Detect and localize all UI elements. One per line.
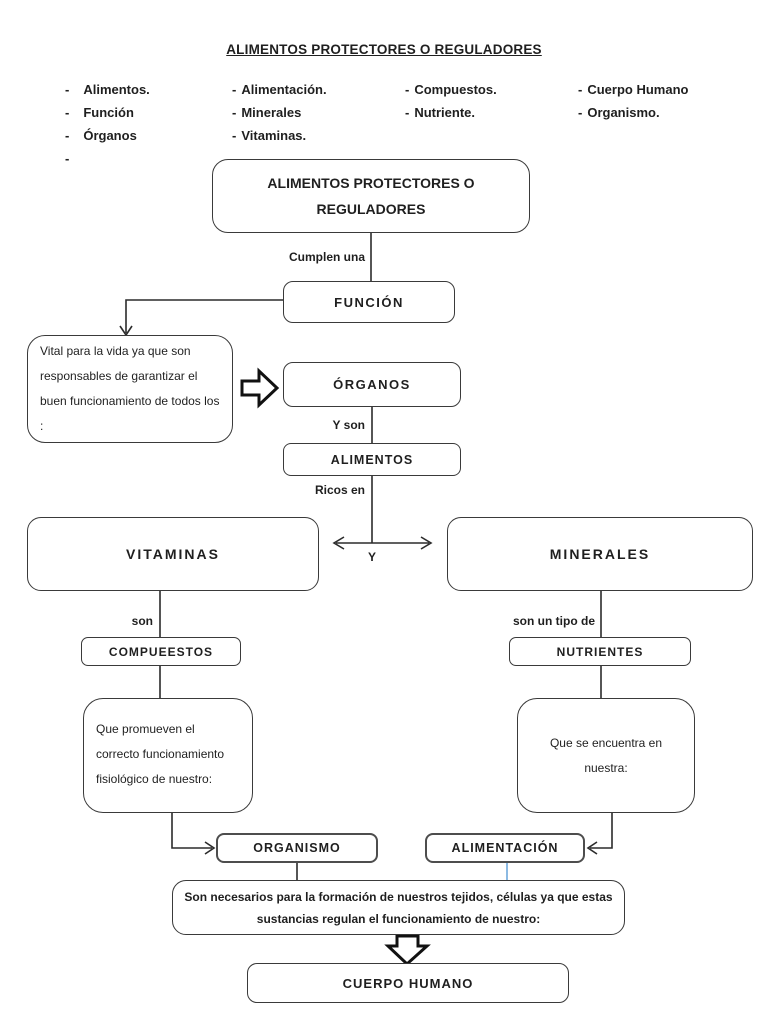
word-list-column-3: Compuestos. Nutriente.: [405, 78, 497, 124]
node-alimentos-protectores-root: ALIMENTOS PROTECTORES O REGULADORES: [212, 159, 530, 233]
list-item: Minerales: [232, 101, 327, 124]
node-nutrientes: NUTRIENTES: [509, 637, 691, 666]
node-vitaminas: VITAMINAS: [27, 517, 319, 591]
edge-label-ricos-en: Ricos en: [314, 483, 365, 497]
list-item: Función: [65, 101, 150, 124]
list-item-label: Cuerpo Humano: [587, 82, 689, 97]
list-item: Nutriente.: [405, 101, 497, 124]
node-compuestos: COMPUEESTOS: [81, 637, 241, 666]
list-item-label: Compuestos.: [414, 82, 497, 97]
node-minerales: MINERALES: [447, 517, 753, 591]
node-que-se-encuentra-description: Que se encuentra en nuestra:: [517, 698, 695, 813]
list-item: Alimentos.: [65, 78, 150, 101]
page-title: ALIMENTOS PROTECTORES O REGULADORES: [226, 42, 542, 57]
list-item-empty-dash: [65, 147, 150, 170]
node-funcion: FUNCIÓN: [283, 281, 455, 323]
block-arrow-right-icon: [240, 367, 280, 409]
list-item: Vitaminas.: [232, 124, 327, 147]
arrowhead-left-icon: [332, 536, 345, 550]
word-list-column-1: Alimentos. Función Órganos: [65, 78, 150, 170]
block-arrow-down-icon: [384, 934, 431, 967]
list-item-label: Órganos: [83, 128, 137, 143]
node-organos: ÓRGANOS: [283, 362, 461, 407]
node-vital-description: Vital para la vida ya que son responsabl…: [27, 335, 233, 443]
edge-label-son-un-tipo-de: son un tipo de: [513, 614, 595, 628]
arrowhead-left-icon: [586, 841, 598, 855]
list-item-label: Vitaminas.: [241, 128, 307, 143]
list-item: Organismo.: [578, 101, 688, 124]
node-que-promueven-description: Que promueven el correcto funcionamiento…: [83, 698, 253, 813]
connector-funcion-vital: [125, 299, 283, 333]
list-item-label: Función: [83, 105, 134, 120]
list-item-label: Organismo.: [587, 105, 660, 120]
list-item: Compuestos.: [405, 78, 497, 101]
connector-promueven-organismo: [171, 813, 212, 849]
list-item-label: Minerales: [241, 105, 302, 120]
list-item-label: Alimentación.: [241, 82, 327, 97]
arrowhead-right-icon: [420, 536, 433, 550]
node-alimentacion: ALIMENTACIÓN: [425, 833, 585, 863]
edge-label-y: Y: [367, 550, 376, 564]
node-alimentos: ALIMENTOS: [283, 443, 461, 476]
word-list-column-4: Cuerpo Humano Organismo.: [578, 78, 688, 124]
edge-label-y-son: Y son: [332, 418, 365, 432]
list-item: Alimentación.: [232, 78, 327, 101]
list-item-label: Alimentos.: [83, 82, 150, 97]
connector-encuentra-alimentacion: [590, 813, 613, 849]
node-organismo: ORGANISMO: [216, 833, 378, 863]
list-item: Órganos: [65, 124, 150, 147]
node-son-necesarios-description: Son necesarios para la formación de nues…: [172, 880, 625, 935]
word-list-column-2: Alimentación. Minerales Vitaminas.: [232, 78, 327, 147]
list-item: Cuerpo Humano: [578, 78, 688, 101]
node-cuerpo-humano: CUERPO HUMANO: [247, 963, 569, 1003]
arrowhead-right-icon: [204, 841, 216, 855]
list-item-label: Nutriente.: [414, 105, 476, 120]
edge-label-cumplen-una: Cumplen una: [288, 250, 365, 264]
edge-label-son: son: [131, 614, 153, 628]
